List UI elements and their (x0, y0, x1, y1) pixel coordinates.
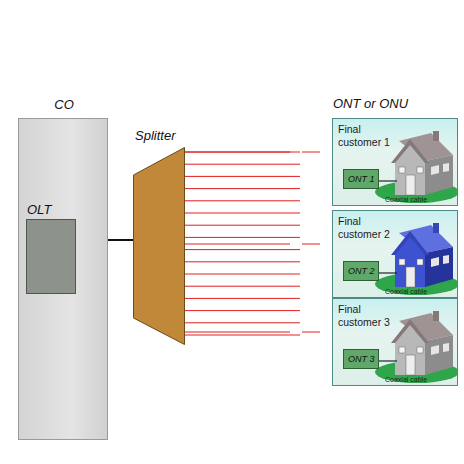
node-label: CO (19, 97, 109, 112)
cable-label: Coaxial cable (385, 196, 427, 203)
node-label: Splitter (135, 128, 175, 143)
ont-box: ONT 1 (343, 169, 379, 189)
ont-box: ONT 2 (343, 261, 379, 281)
customer-label: Final customer 3 (338, 303, 402, 328)
customer-panel: Final customer 1 Coaxial cable ONT 1 (332, 118, 458, 206)
node-label: ONT 1 (348, 174, 375, 184)
ont-box: ONT 3 (343, 349, 379, 369)
splitter: Splitter (133, 147, 185, 345)
central-office: COOLT (18, 118, 108, 440)
olt-box: OLT (26, 219, 76, 294)
cable-label: Coaxial cable (385, 288, 427, 295)
splitter-shape (133, 147, 185, 345)
drop-fiber (185, 244, 332, 245)
cable-label: Coaxial cable (385, 376, 427, 383)
customer-label: Final customer 1 (338, 123, 402, 148)
customer-panel: Final customer 3 Coaxial cable ONT 3 (332, 298, 458, 386)
node-label: ONT 2 (348, 266, 375, 276)
node-label: ONT 3 (348, 354, 375, 364)
node-label: OLT (27, 202, 51, 217)
customer-label: Final customer 2 (338, 215, 402, 240)
drop-fiber (185, 332, 332, 333)
drop-fiber (185, 152, 332, 153)
column-heading: ONT or ONU (333, 96, 408, 111)
customer-panel: Final customer 2 Coaxial cable ONT 2 (332, 210, 458, 298)
